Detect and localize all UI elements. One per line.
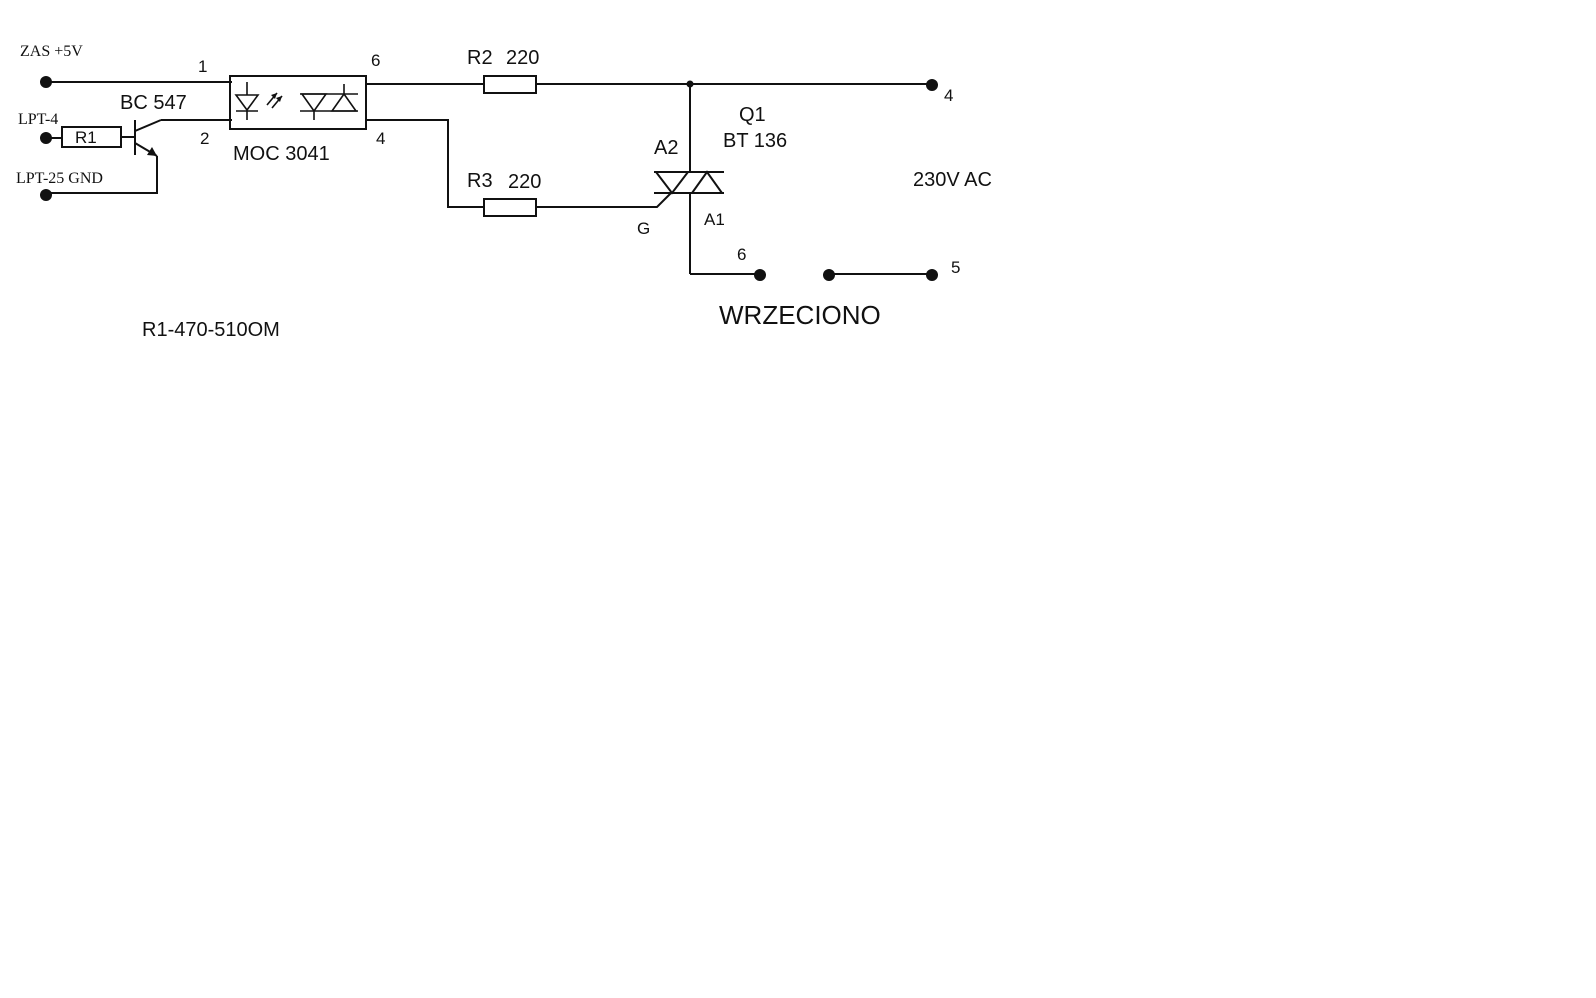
r2-resistor <box>483 75 537 94</box>
opto-triac-right-icon <box>330 92 358 112</box>
wire-pin4-r3 <box>366 119 484 208</box>
lpt4-label: LPT-4 <box>18 111 58 128</box>
r3-value: 220 <box>508 171 541 193</box>
lpt25-label: LPT-25 GND <box>16 170 103 187</box>
terminal-out5 <box>926 269 938 281</box>
r3-resistor <box>483 198 537 217</box>
r2-value: 220 <box>506 47 539 69</box>
opto-light-arrowhead-2 <box>276 96 282 102</box>
opto-light-arrowhead-1 <box>271 93 277 99</box>
transistor-label: BC 547 <box>120 92 187 114</box>
r1-value-note: R1-470-510OM <box>142 319 280 341</box>
opto-triac-left-icon <box>300 93 328 113</box>
triac-name: Q1 <box>739 104 766 126</box>
triac-part: BT 136 <box>723 130 787 152</box>
terminal-out6 <box>754 269 766 281</box>
optocoupler-body <box>229 75 367 130</box>
out5-label: 5 <box>951 258 960 277</box>
wire-emitter-gnd <box>46 156 158 194</box>
out6-label: 6 <box>737 245 746 264</box>
mains-label: 230V AC <box>913 169 992 191</box>
out4-label: 4 <box>944 86 953 105</box>
optocoupler-label: MOC 3041 <box>233 143 330 165</box>
r3-name: R3 <box>467 170 493 192</box>
opto-pin4-label: 4 <box>376 129 385 148</box>
triac-gate-label: G <box>637 219 650 238</box>
r2-name: R2 <box>467 47 493 69</box>
triac-right-icon <box>690 170 724 194</box>
transistor-emitter-arrow <box>147 147 157 156</box>
opto-led-icon <box>234 94 260 112</box>
opto-pin1-label: 1 <box>198 57 207 76</box>
r1-label: R1 <box>75 128 97 147</box>
triac-a1-label: A1 <box>704 210 725 229</box>
wire-r3-gate <box>536 191 673 208</box>
transistor-collector <box>134 119 162 132</box>
triac-left-icon <box>653 171 691 195</box>
terminal-lpt25 <box>40 189 52 201</box>
opto-pin2-label: 2 <box>200 129 209 148</box>
terminal-out4 <box>926 79 938 91</box>
triac-a2-label: A2 <box>654 137 678 159</box>
load-label: WRZECIONO <box>719 300 881 330</box>
supply-label: ZAS +5V <box>20 43 83 60</box>
opto-pin6-label: 6 <box>371 51 380 70</box>
